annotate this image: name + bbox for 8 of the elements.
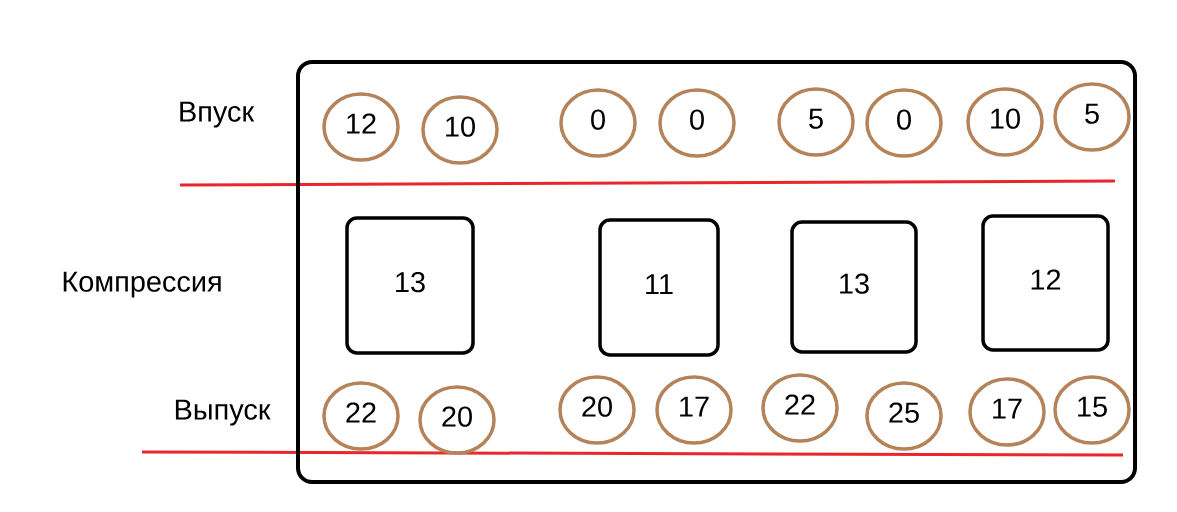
engine-frame <box>296 60 1137 484</box>
cylinder-box: 11 <box>598 218 720 357</box>
row-label: Компрессия <box>63 271 221 298</box>
cylinder-box: 12 <box>981 214 1110 352</box>
cylinder-box: 13 <box>790 220 918 354</box>
row-label: Выпуск <box>175 399 271 426</box>
cylinder-box: 13 <box>345 216 475 355</box>
row-label: Впуск <box>180 101 255 128</box>
